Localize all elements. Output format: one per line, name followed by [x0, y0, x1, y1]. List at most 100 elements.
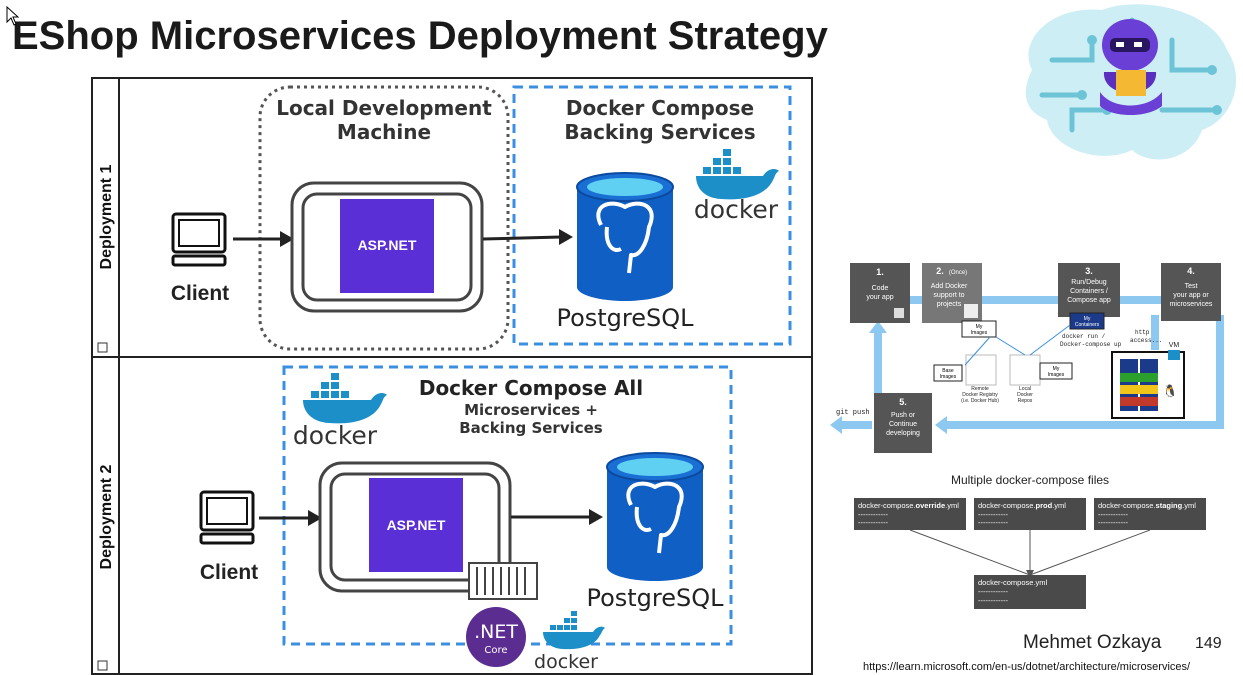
http-label-1: http [1135, 329, 1150, 336]
svg-text:docker-compose.yml: docker-compose.yml [978, 578, 1048, 587]
http-label-2: access... [1130, 337, 1162, 344]
page-number: 149 [1195, 635, 1222, 652]
svg-text:docker-compose.prod.yml: docker-compose.prod.yml [978, 501, 1066, 510]
aspnet-block [369, 478, 463, 572]
svg-text:------------: ------------ [858, 510, 888, 519]
svg-text:5.: 5. [899, 397, 907, 407]
docker-run-label-1: docker run / [1062, 333, 1106, 340]
svg-text:(i.e. Docker Hub): (i.e. Docker Hub) [961, 398, 999, 404]
svg-text:Continue: Continue [889, 421, 917, 428]
svg-text:Base: Base [942, 368, 954, 374]
page-title: EShop Microservices Deployment Strategy [12, 14, 828, 58]
docker-run-label-2: Docker-compose up [1060, 341, 1122, 348]
svg-text:your app or: your app or [1173, 292, 1209, 299]
docker-whale-icon [543, 611, 605, 650]
dotnet-label: .NET [474, 621, 518, 643]
my-containers-icon: My Containers [1069, 312, 1105, 330]
svg-text:Containers /: Containers / [1070, 288, 1108, 295]
svg-text:4.: 4. [1187, 266, 1195, 276]
client-computer-icon [199, 490, 255, 545]
docker-label: docker [293, 421, 378, 450]
dotnet-bot-mascot-icon [1025, 4, 1237, 160]
deployment2-label: Deployment 2 [98, 464, 115, 569]
workflow-step-3: 3. Run/Debug Containers / Compose app [1058, 263, 1120, 317]
compose-all-sub-1: Microservices + [464, 401, 598, 419]
info-icon [97, 660, 108, 671]
local-machine-title-1: Local Development [276, 96, 492, 120]
workflow-step-1: 1. Code your app [850, 263, 910, 323]
svg-text:1.: 1. [876, 267, 884, 277]
dotnet-core-label: Core [484, 645, 507, 656]
docker-dev-workflow-diagram: git push 1. Code your app 2. (Once) Add … [830, 263, 1224, 453]
docker-label: docker [534, 651, 598, 673]
deployment1-label: Deployment 1 [98, 164, 115, 269]
svg-text:2.: 2. [936, 266, 944, 276]
client-label: Client [171, 282, 229, 305]
local-machine-title-2: Machine [337, 120, 431, 144]
docker-whale-icon [696, 149, 779, 200]
svg-text:developing: developing [886, 430, 920, 437]
compose-files-heading: Multiple docker-compose files [951, 473, 1109, 487]
svg-text:(Once): (Once) [949, 270, 967, 276]
postgresql-label: PostgreSQL [586, 584, 724, 612]
git-push-label: git push [836, 409, 870, 417]
remote-registry-icon: Remote Docker Registry (i.e. Docker Hub) [961, 354, 999, 404]
info-icon [97, 342, 108, 353]
backing-title-2: Backing Services [564, 120, 755, 144]
compose-file-prod [974, 498, 1086, 530]
vm-label: VM [1169, 342, 1180, 349]
svg-text:your app: your app [866, 294, 893, 301]
base-images-icon: Base Images [933, 364, 963, 382]
svg-text:------------: ------------ [1098, 518, 1128, 527]
my-images-icon: My Images [961, 320, 997, 338]
backing-services-box [512, 85, 792, 346]
svg-text:My: My [1053, 366, 1060, 372]
my-images-icon: My Images [1039, 362, 1073, 380]
svg-text:Docker: Docker [1017, 392, 1033, 398]
deployment-diagram: Deployment 1 Deployment 2 Local Developm… [91, 77, 813, 675]
svg-text:support to: support to [933, 292, 964, 299]
svg-text:Local: Local [1019, 386, 1031, 392]
svg-text:Docker Registry: Docker Registry [962, 392, 998, 398]
workflow-step-5: 5. Push or Continue developing [874, 393, 932, 453]
compose-files-diagram: Multiple docker-compose files docker-com… [850, 470, 1210, 615]
container-icon [468, 562, 538, 600]
svg-text:Push or: Push or [891, 412, 916, 419]
svg-text:Run/Debug: Run/Debug [1071, 279, 1107, 286]
svg-text:My: My [976, 324, 983, 330]
compose-file-base [974, 575, 1086, 609]
svg-text:projects: projects [937, 301, 962, 308]
svg-text:Add Docker: Add Docker [931, 283, 968, 290]
workflow-step-4: 4. Test your app or microservices [1161, 263, 1221, 321]
reference-url[interactable]: https://learn.microsoft.com/en-us/dotnet… [863, 661, 1191, 673]
postgresql-database-icon [576, 172, 674, 301]
compose-file-staging [1094, 498, 1206, 530]
docker-whale-icon [303, 373, 387, 424]
svg-text:microservices: microservices [1170, 301, 1213, 308]
svg-text:------------: ------------ [978, 596, 1008, 605]
local-repos-icon: Local Docker Repos [1009, 354, 1041, 404]
aspnet-block [340, 199, 434, 293]
workflow-step-2: 2. (Once) Add Docker support to projects [922, 263, 982, 323]
svg-text:------------: ------------ [978, 518, 1008, 527]
postgresql-label: PostgreSQL [556, 304, 694, 332]
svg-text:Compose app: Compose app [1067, 297, 1111, 304]
svg-text:Remote: Remote [971, 386, 989, 392]
svg-text:My: My [1084, 316, 1091, 322]
postgresql-database-icon [606, 452, 704, 581]
client-computer-icon [171, 212, 227, 267]
compose-all-sub-2: Backing Services [459, 419, 603, 437]
local-machine-box [258, 85, 510, 351]
vm-box: VM 🐧 [1111, 342, 1185, 419]
monitor-icon [1168, 350, 1180, 360]
mouse-cursor-icon [6, 6, 20, 26]
svg-text:docker-compose.staging.yml: docker-compose.staging.yml [1098, 501, 1196, 510]
docker-label: docker [694, 195, 779, 224]
aspnet-label: ASP.NET [387, 517, 446, 533]
svg-text:------------: ------------ [858, 518, 888, 527]
linux-icon: 🐧 [1163, 384, 1178, 398]
compose-all-title: Docker Compose All [419, 376, 643, 400]
compose-file-override [854, 498, 966, 530]
svg-text:Code: Code [872, 285, 889, 292]
svg-text:docker-compose.override.yml: docker-compose.override.yml [858, 501, 959, 510]
